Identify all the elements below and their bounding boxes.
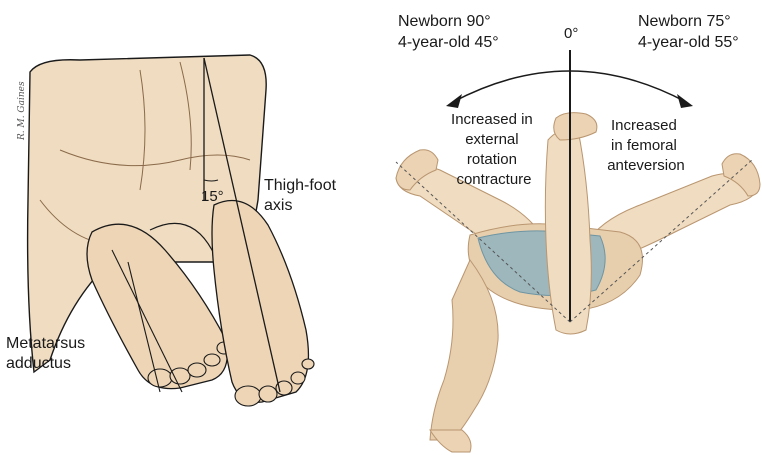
- thigh-foot-drawing: 15° Thigh-foot axis Metatarsus adductus …: [6, 55, 341, 406]
- vertical-leg: [545, 129, 591, 334]
- hip-rotation-drawing: 0° Newborn 90° 4-year-old 45° Newborn 75…: [396, 13, 760, 452]
- external-rotation-values: Newborn 90° 4-year-old 45°: [398, 13, 499, 51]
- right-foot: [212, 201, 308, 403]
- vertical-foot: [554, 113, 597, 140]
- angle-label: 15°: [201, 188, 224, 205]
- internal-rotation-values: Newborn 75° 4-year-old 55°: [638, 13, 739, 51]
- anteversion-caption: Increased in femoral anteversion: [607, 117, 685, 174]
- artist-signature: R. M. Gaines: [17, 81, 27, 141]
- axis-label: Thigh-foot axis: [264, 177, 341, 214]
- lower-foot: [430, 430, 471, 452]
- zero-degree-label: 0°: [564, 25, 578, 42]
- left-arrowhead: [446, 94, 462, 108]
- external-rotation-caption: Increased in external rotation contractu…: [451, 111, 537, 188]
- right-arrowhead: [677, 94, 693, 108]
